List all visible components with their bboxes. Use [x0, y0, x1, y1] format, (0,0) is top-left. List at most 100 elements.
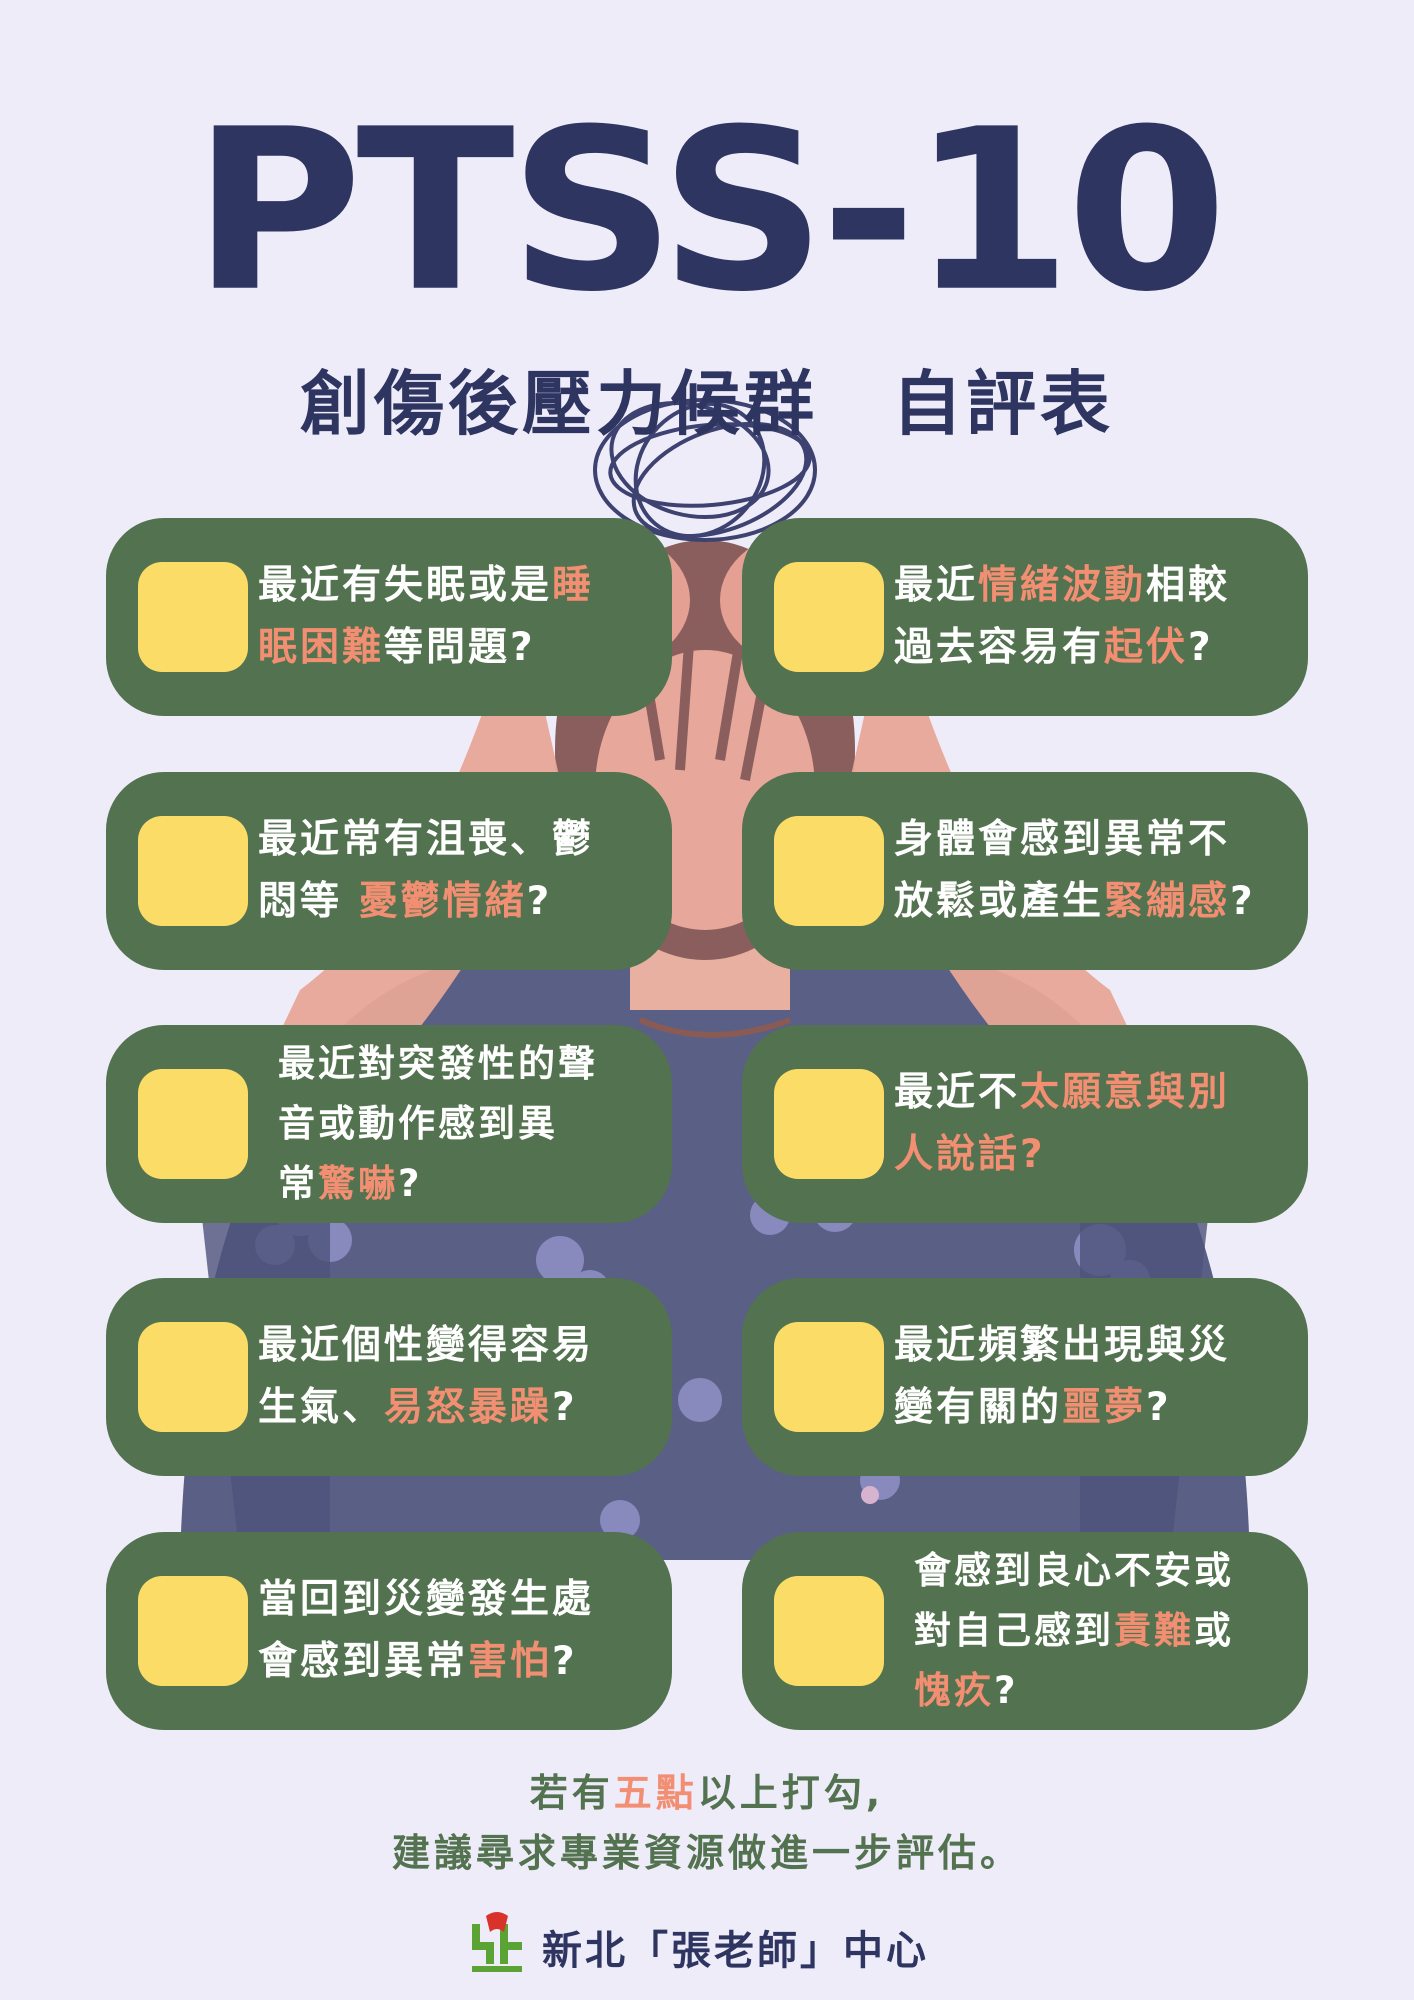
text-segment: 等問題?: [384, 625, 536, 670]
question-line: 人說話?: [894, 1124, 1284, 1186]
highlight-text: 眠困難: [258, 625, 385, 670]
text-segment: 若有: [529, 1771, 614, 1815]
footer-line-1: 若有五點以上打勾,: [0, 1762, 1414, 1817]
question-card-1: 最近有失眠或是睡眠困難等問題?: [106, 518, 672, 716]
question-line: 最近對突發性的聲: [278, 1034, 648, 1094]
question-text: 當回到災變發生處會感到異常害怕?: [258, 1532, 648, 1730]
question-text: 身體會感到異常不放鬆或產生緊繃感?: [894, 772, 1284, 970]
question-text: 最近頻繁出現與災變有關的噩夢?: [894, 1278, 1284, 1476]
question-line: 最近個性變得容易: [258, 1315, 648, 1377]
footer-line-2: 建議尋求專業資源做進一步評估。: [0, 1822, 1414, 1877]
text-segment: 身體會感到異常不: [894, 817, 1231, 862]
question-card-7: 最近個性變得容易生氣、易怒暴躁?: [106, 1278, 672, 1476]
checkbox[interactable]: [138, 562, 248, 672]
text-segment: 放鬆或產生: [894, 879, 1105, 924]
text-segment: 或: [1194, 1609, 1234, 1652]
text-segment: 悶等: [258, 879, 359, 924]
question-line: 最近常有沮喪、鬱: [258, 809, 648, 871]
checkbox[interactable]: [138, 1576, 248, 1686]
text-segment: ?: [1146, 1385, 1172, 1430]
text-segment: 常: [278, 1162, 318, 1205]
text-segment: 會感到良心不安或: [914, 1549, 1234, 1592]
text-segment: 會感到異常: [258, 1639, 469, 1684]
text-segment: 最近對突發性的聲: [278, 1042, 598, 1085]
question-card-8: 最近頻繁出現與災變有關的噩夢?: [742, 1278, 1308, 1476]
checkbox[interactable]: [774, 1576, 884, 1686]
checkbox[interactable]: [774, 1069, 884, 1179]
question-line: 最近情緒波動相較: [894, 555, 1284, 617]
question-line: 眠困難等問題?: [258, 617, 648, 679]
question-line: 變有關的噩夢?: [894, 1377, 1284, 1439]
question-line: 最近頻繁出現與災: [894, 1315, 1284, 1377]
highlight-text: 愧疚: [914, 1669, 994, 1712]
highlight-text: 噩夢: [1062, 1385, 1147, 1430]
text-segment: ?: [398, 1162, 423, 1205]
checkbox[interactable]: [138, 1069, 248, 1179]
question-card-9: 當回到災變發生處會感到異常害怕?: [106, 1532, 672, 1730]
question-line: 會感到異常害怕?: [258, 1631, 648, 1693]
zhang-laoshi-logo-icon: [472, 1912, 522, 1972]
highlight-text: 責難: [1114, 1609, 1194, 1652]
question-line: 生氣、易怒暴躁?: [258, 1377, 648, 1439]
question-card-4: 身體會感到異常不放鬆或產生緊繃感?: [742, 772, 1308, 970]
text-segment: 過去容易有: [894, 625, 1105, 670]
highlight-text: 人說話?: [894, 1132, 1046, 1177]
text-segment: 建議尋求專業資源做進一步評估。: [391, 1831, 1022, 1875]
checkbox[interactable]: [138, 1322, 248, 1432]
text-segment: 最近有失眠或是: [258, 563, 553, 608]
text-segment: 最近頻繁出現與災: [894, 1323, 1231, 1368]
question-line: 最近不太願意與別: [894, 1062, 1284, 1124]
question-line: 最近有失眠或是睡: [258, 555, 648, 617]
highlight-text: 五點: [613, 1771, 698, 1815]
question-card-5: 最近對突發性的聲音或動作感到異常驚嚇?: [106, 1025, 672, 1223]
highlight-text: 起伏: [1104, 625, 1189, 670]
question-text: 最近對突發性的聲音或動作感到異常驚嚇?: [278, 1025, 648, 1223]
text-segment: 變有關的: [894, 1385, 1063, 1430]
org-name: 新北「張老師」中心: [542, 1928, 929, 1974]
question-line: 當回到災變發生處: [258, 1569, 648, 1631]
question-line: 會感到良心不安或: [914, 1541, 1284, 1601]
highlight-text: 睡: [552, 563, 595, 608]
text-segment: ?: [1230, 879, 1256, 924]
checkbox[interactable]: [774, 562, 884, 672]
text-segment: 對自己感到: [914, 1609, 1114, 1652]
text-segment: 相較: [1146, 563, 1231, 608]
question-line: 對自己感到責難或: [914, 1601, 1284, 1661]
text-segment: 最近不: [894, 1070, 1021, 1115]
text-segment: ?: [552, 1639, 578, 1684]
highlight-text: 驚嚇: [318, 1162, 398, 1205]
highlight-text: 易怒暴躁: [384, 1385, 553, 1430]
text-segment: ?: [552, 1385, 578, 1430]
text-segment: 最近: [894, 563, 979, 608]
question-line: 音或動作感到異: [278, 1094, 648, 1154]
question-card-3: 最近常有沮喪、鬱悶等 憂鬱情緒?: [106, 772, 672, 970]
highlight-text: 害怕: [468, 1639, 553, 1684]
text-segment: ?: [994, 1669, 1019, 1712]
text-segment: 生氣、: [258, 1385, 385, 1430]
checkbox[interactable]: [774, 1322, 884, 1432]
highlight-text: 太願意與別: [1020, 1070, 1231, 1115]
question-line: 放鬆或產生緊繃感?: [894, 871, 1284, 933]
question-line: 悶等 憂鬱情緒?: [258, 871, 648, 933]
text-segment: 最近個性變得容易: [258, 1323, 595, 1368]
text-segment: ?: [526, 879, 553, 924]
highlight-text: 緊繃感: [1104, 879, 1231, 924]
text-segment: 最近常有沮喪、鬱: [258, 817, 595, 862]
text-segment: ?: [1188, 625, 1214, 670]
checkbox[interactable]: [138, 816, 248, 926]
page-title: PTSS-10: [192, 81, 1227, 341]
highlight-text: 情緒波動: [978, 563, 1147, 608]
text-segment: 當回到災變發生處: [258, 1577, 595, 1622]
question-card-2: 最近情緒波動相較過去容易有起伏?: [742, 518, 1308, 716]
question-text: 最近有失眠或是睡眠困難等問題?: [258, 518, 648, 716]
question-line: 身體會感到異常不: [894, 809, 1284, 871]
question-line: 常驚嚇?: [278, 1154, 648, 1214]
text-segment: 以上打勾,: [697, 1771, 885, 1815]
question-text: 最近情緒波動相較過去容易有起伏?: [894, 518, 1284, 716]
page-subtitle: 創傷後壓力候群 自評表: [300, 363, 1114, 445]
highlight-text: 憂鬱情緒: [358, 879, 527, 924]
question-card-6: 最近不太願意與別人說話?: [742, 1025, 1308, 1223]
question-text: 最近不太願意與別人說話?: [894, 1025, 1284, 1223]
checkbox[interactable]: [774, 816, 884, 926]
